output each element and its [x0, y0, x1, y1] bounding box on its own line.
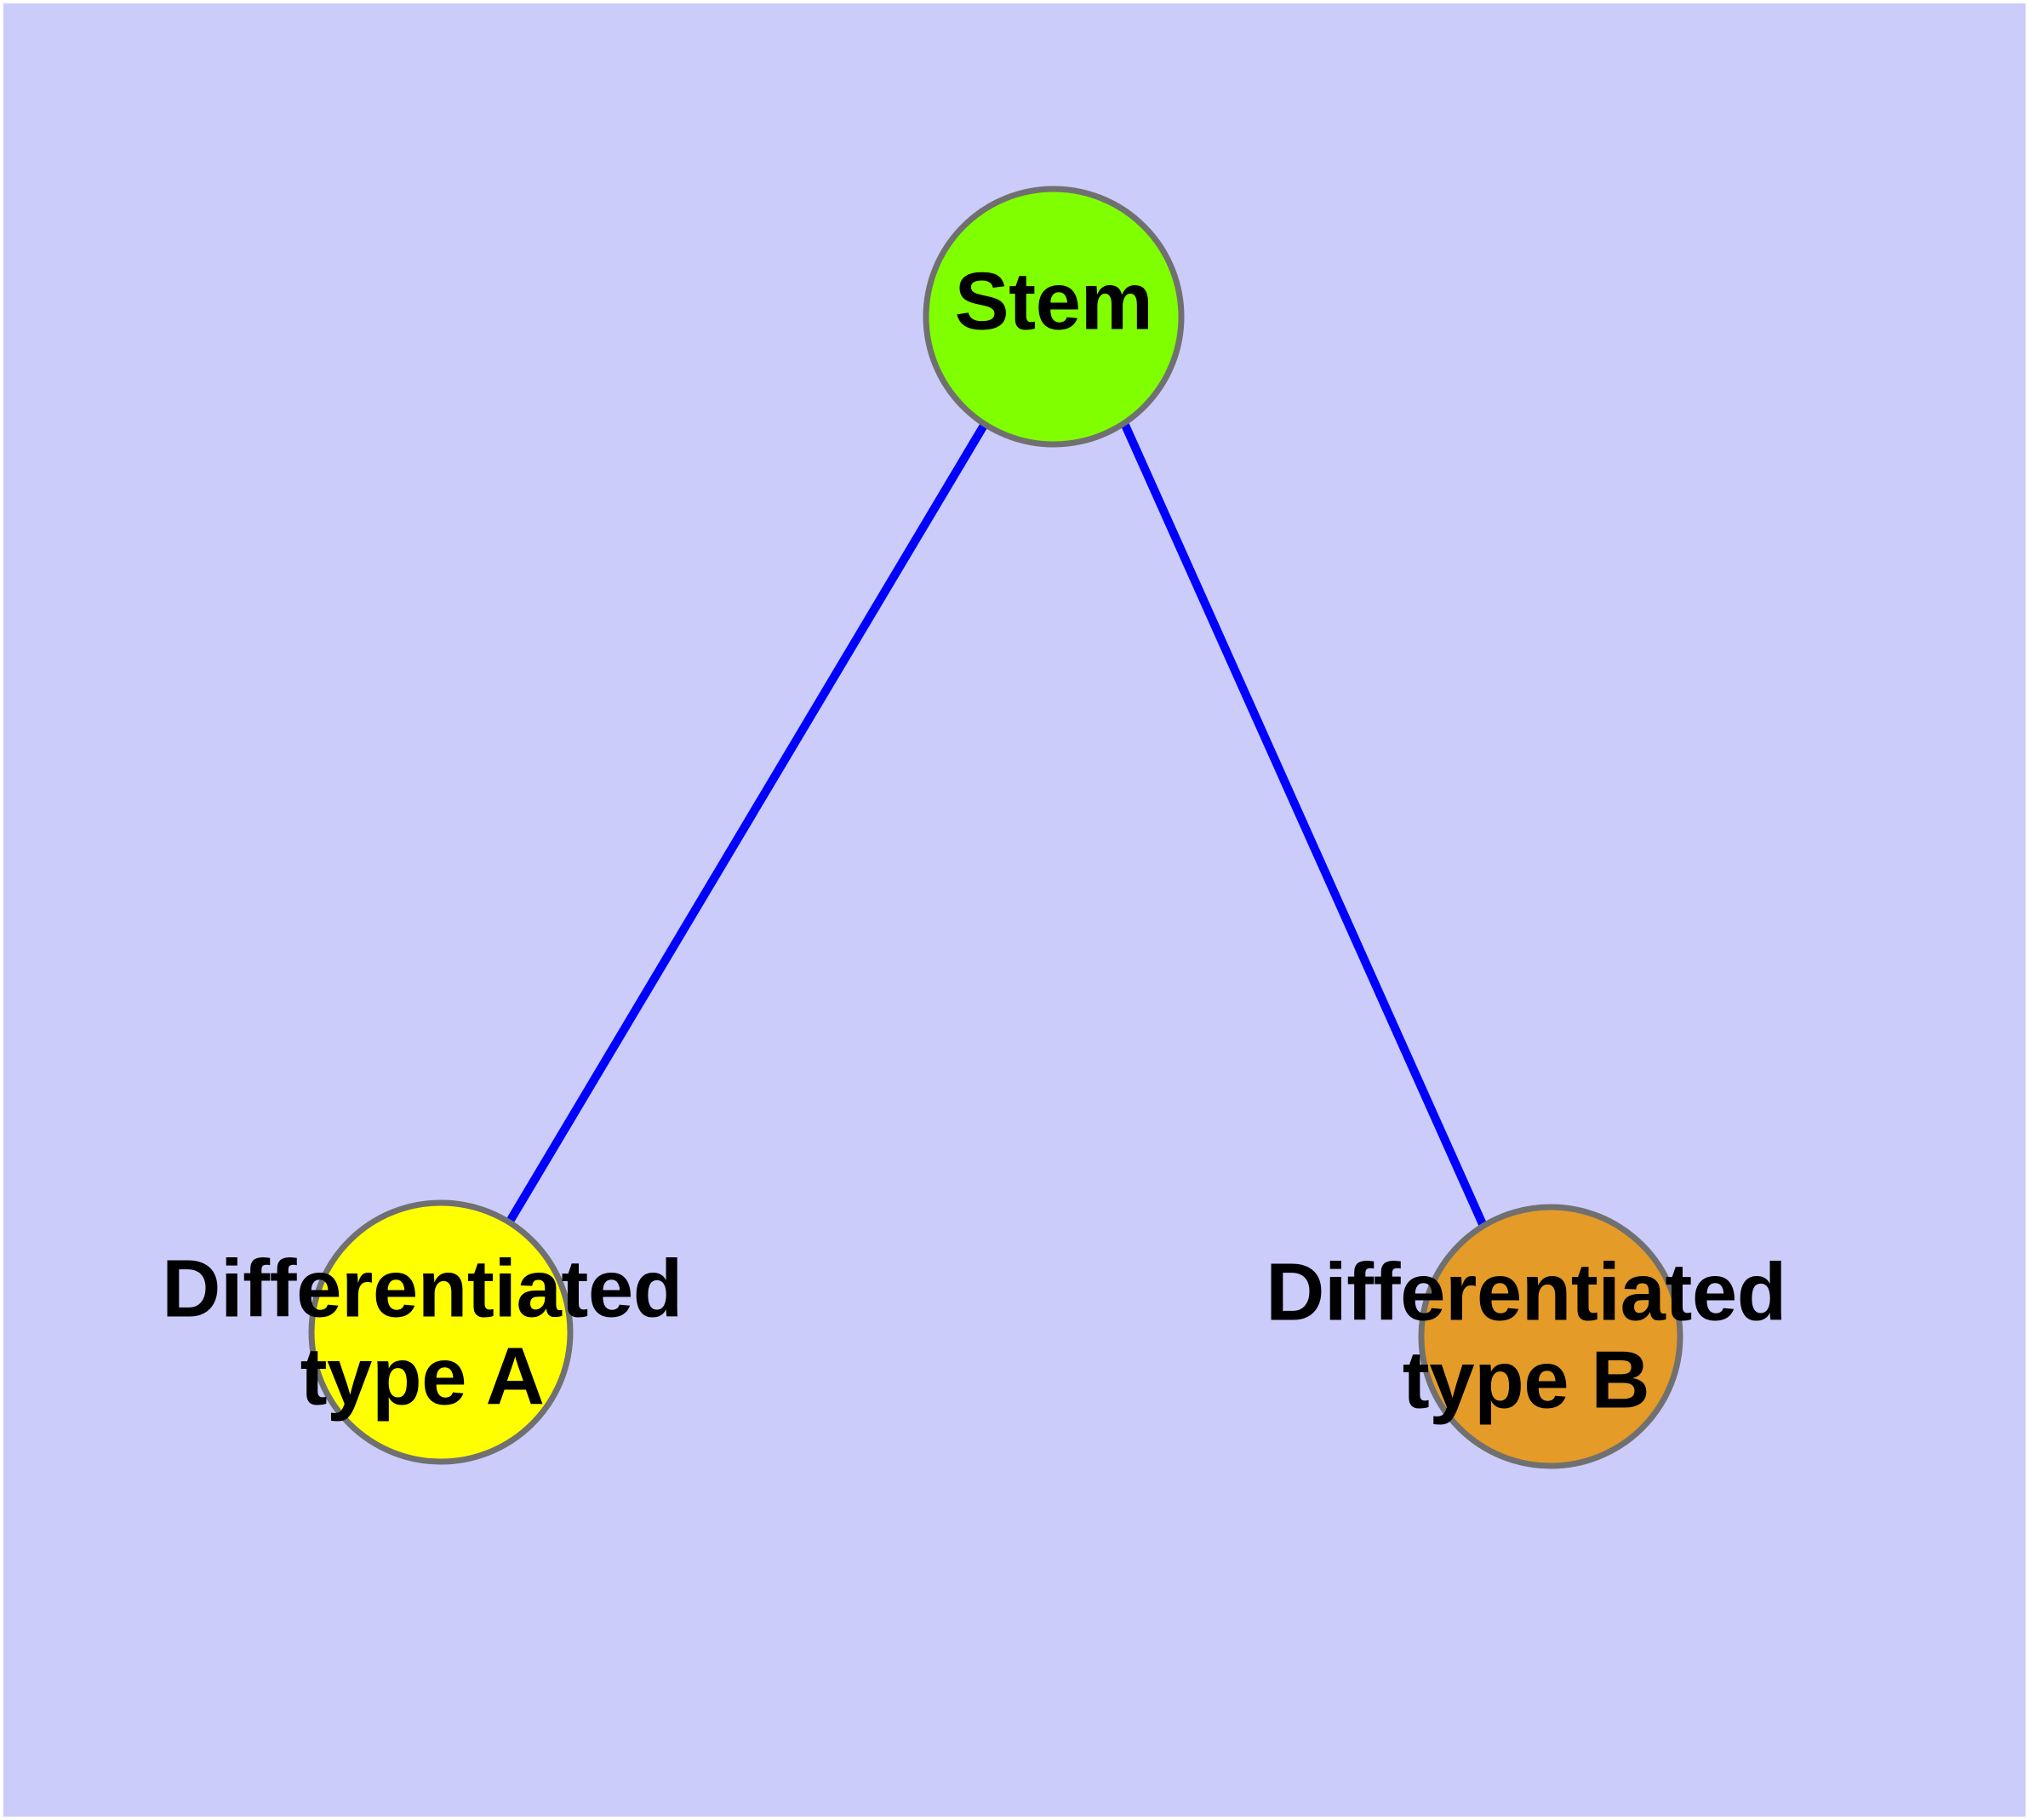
node-label-stem-line-1: Stem: [954, 255, 1153, 347]
node-layer: [308, 186, 1683, 1469]
node-label-diff-a-line-2: type A: [300, 1331, 545, 1422]
node-label-diff-a: Differentiated type A: [162, 1245, 683, 1420]
node-label-diff-b-line-2: type B: [1402, 1334, 1650, 1425]
node-label-diff-b-line-1: Differentiated: [1266, 1246, 1786, 1338]
node-circle-diff-b[interactable]: [1418, 1204, 1683, 1469]
edge-layer: [506, 421, 1487, 1227]
edge-stem-to-diff-a[interactable]: [506, 421, 989, 1222]
node-label-stem: Stem: [954, 255, 1153, 347]
node-label-diff-a-line-1: Differentiated: [162, 1243, 683, 1335]
edge-stem-to-diff-b[interactable]: [1120, 421, 1487, 1227]
node-circle-stem[interactable]: [923, 186, 1185, 448]
node-label-diff-b: Differentiated type B: [1266, 1249, 1786, 1423]
node-circle-diff-a[interactable]: [308, 1199, 574, 1465]
